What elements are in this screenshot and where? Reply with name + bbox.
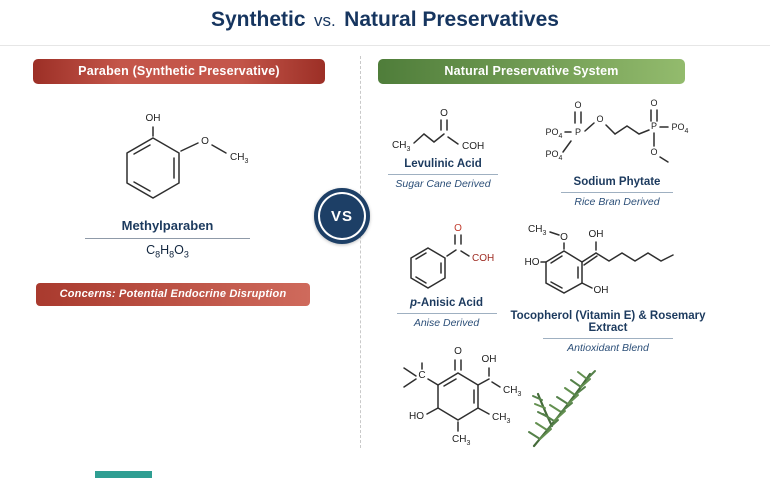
atom-label-oh: OH [146, 113, 161, 124]
molecule-name: Methylparaben [121, 218, 214, 233]
concern-banner: Concerns: Potential Endocrine Disruption [36, 283, 310, 306]
levulinic-bonds [413, 119, 459, 145]
levulinic-label: Levulinic Acid Sugar Cane Derived [381, 158, 505, 190]
atom-label-o: O [454, 346, 462, 357]
item-name: Tocopherol (Vitamin E) & Rosemary Extrac… [510, 310, 706, 334]
atom-label-o: O [650, 147, 657, 157]
sodium-phytate-label: Sodium Phytate Rice Bran Derived [552, 176, 682, 208]
tocopherol-structure: CH3 O HO OH OH [525, 224, 674, 296]
left-molecule-label: Methylparaben C8H8O3 [30, 218, 305, 260]
molecule-formula: C8H8O3 [146, 243, 189, 260]
levulinic-acid-structure: CH3 O COH [392, 108, 484, 153]
methylparaben-bonds [126, 126, 227, 199]
rosemary-needles [528, 370, 596, 440]
atom-label-ho: HO [409, 411, 424, 422]
item-separator-line [388, 174, 498, 175]
quinone-bonds [403, 359, 501, 432]
atom-label-o: O [560, 232, 568, 243]
item-name: p-Anisic Acid [409, 297, 484, 309]
item-source: Rice Bran Derived [574, 196, 660, 208]
atom-label-ch3: CH3 [528, 224, 546, 237]
right-panel-header: Natural Preservative System [378, 59, 685, 84]
atom-label-o: O [201, 136, 209, 147]
atom-label-o: O [440, 108, 448, 119]
atom-label-po4: PO4 [546, 127, 563, 140]
atom-label-o: O [574, 100, 581, 110]
atom-label-o: O [596, 114, 603, 124]
methylparaben-structure: OH O CH3 [126, 113, 248, 199]
antioxidant-quinone-structure: O OH CH3 CH3 CH3 HO C [403, 346, 521, 447]
atom-label-coh: COH [462, 141, 484, 152]
atom-label-o: O [650, 98, 657, 108]
title-vs: vs. [313, 11, 336, 30]
page-title: Synthetic vs. Natural Preservatives [0, 8, 770, 32]
title-divider-line [0, 45, 770, 46]
panel-divider [360, 56, 361, 448]
p-anisic-acid-structure: O COH [410, 223, 494, 289]
atom-label-ch3: CH3 [230, 152, 248, 165]
atom-label-oh: OH [589, 229, 604, 240]
item-name: Levulinic Acid [404, 158, 482, 170]
atom-label-oh: OH [594, 285, 609, 296]
phytate-bonds [562, 109, 669, 163]
atom-label-o: O [454, 223, 462, 234]
item-separator-line [396, 313, 497, 314]
atom-label-ch3: CH3 [503, 385, 521, 398]
item-source: Antioxidant Blend [567, 342, 649, 354]
vs-badge: VS [314, 188, 370, 244]
title-natural: Natural Preservatives [344, 8, 559, 31]
bottom-accent-bar [95, 471, 152, 478]
atom-label-ch3: CH3 [392, 140, 410, 153]
item-source: Sugar Cane Derived [395, 178, 491, 190]
molecule-separator-line [85, 238, 250, 239]
atom-label-c: C [418, 370, 425, 381]
item-name: Sodium Phytate [573, 176, 661, 188]
tocopherol-label: Tocopherol (Vitamin E) & Rosemary Extrac… [498, 310, 718, 354]
item-source: Anise Derived [413, 317, 480, 329]
item-separator-line [543, 338, 673, 339]
p-anisic-label: p-Anisic Acid Anise Derived [389, 297, 504, 329]
tocopherol-bonds [540, 231, 674, 294]
item-separator-line [561, 192, 673, 193]
atom-label-po4: PO4 [546, 149, 563, 162]
anisic-bonds [410, 234, 470, 289]
atom-label-ch3: CH3 [492, 412, 510, 425]
atom-label-p: P [575, 127, 581, 137]
atom-label-oh: OH [482, 354, 497, 365]
title-synthetic: Synthetic [211, 8, 306, 31]
left-panel-header: Paraben (Synthetic Preservative) [33, 59, 325, 84]
atom-label-ch3: CH3 [452, 434, 470, 447]
atom-label-p: P [651, 121, 657, 131]
rosemary-sprig-illustration [528, 370, 596, 448]
atom-label-coh: COH [472, 253, 494, 264]
atom-label-po4: PO4 [672, 122, 689, 135]
sodium-phytate-structure: O P PO4 PO4 O P O PO4 O [546, 98, 689, 163]
atom-label-ho: HO [525, 257, 540, 268]
